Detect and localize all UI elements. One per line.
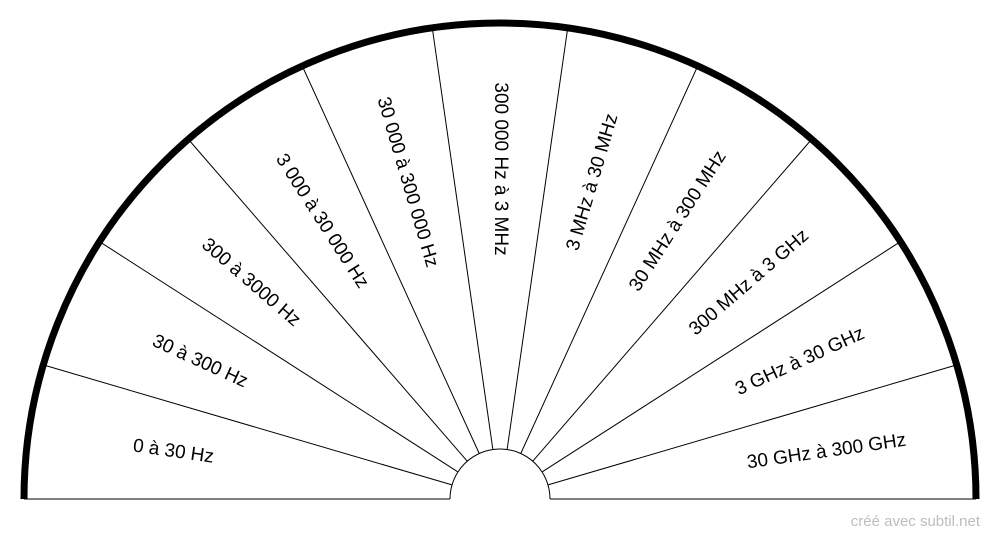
segment-divider [506,27,569,450]
segment-divider [547,364,957,486]
segment-divider [532,138,813,462]
inner-semicircle [449,448,551,500]
segment-label: 300 MHz à 3 GHz [685,225,813,340]
segment-label: 30 MHz à 300 MHz [625,147,731,295]
segment-divider [541,241,901,473]
segment-dividers [43,27,957,486]
segment-label: 3 MHz à 30 MHz [563,111,623,253]
segment-divider [431,27,494,450]
credit-text: créé avec subtil.net [850,513,980,530]
segment-label: 30 à 300 Hz [149,331,251,393]
outer-arc [20,19,980,500]
segment-divider [301,65,480,454]
segment-label: 30 GHz à 300 GHz [746,430,908,474]
segment-divider [43,364,453,486]
segment-label: 300 à 3000 Hz [197,234,304,331]
segment-label: 0 à 30 Hz [132,435,215,467]
segment-label: 3 000 à 30 000 Hz [271,150,373,292]
segment-divider [99,241,459,473]
segment-divider [187,138,468,462]
segment-label: 300 000 Hz à 3 MHz [490,82,511,255]
segment-label: 3 GHz à 30 GHz [732,323,868,400]
segment-divider [520,65,699,454]
